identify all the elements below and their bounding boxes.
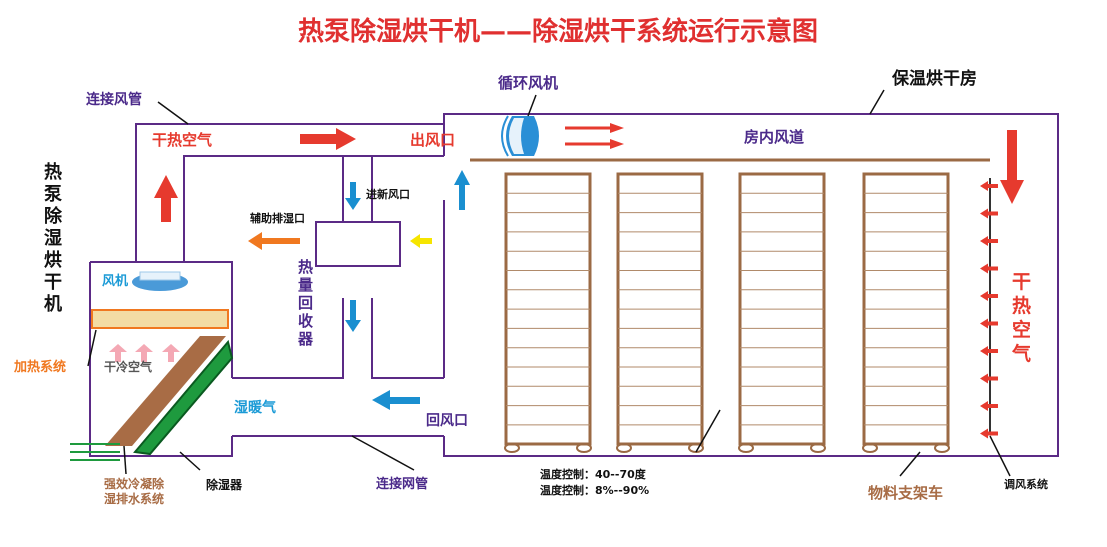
label-material-cart: 物料支架车 (868, 484, 943, 502)
rack-wheel (576, 443, 592, 453)
red-up-arrow (154, 175, 178, 222)
label-condense-drain: 强效冷凝除湿排水系统 (104, 476, 165, 506)
label-heating-system: 加热系统 (13, 359, 66, 375)
red-right-arrow-duct (300, 128, 356, 150)
label-outlet: 出风口 (410, 131, 455, 149)
dry-cold-air-arrows (109, 344, 180, 362)
label-dry-hot-air-right: 干热空气 (1011, 271, 1031, 365)
air-adjust-arrow (980, 236, 998, 246)
heating-element (91, 309, 229, 329)
label-return-outlet: 回风口 (426, 413, 468, 429)
label-humidity-control: 温度控制：8%--90% (540, 483, 649, 497)
label-fresh-inlet: 进新风口 (366, 187, 410, 201)
rack-wheel (862, 443, 878, 453)
air-adjust-arrow (980, 291, 998, 301)
condenser-coil (105, 336, 226, 446)
label-humid-warm-air: 湿暖气 (234, 399, 276, 416)
label-aux-exhaust: 辅助排湿口 (250, 211, 305, 225)
down-red-arrow (1000, 130, 1024, 204)
rack-wheel (934, 443, 950, 453)
label-dry-cold-air: 干冷空气 (104, 359, 152, 374)
air-adjust-arrow (980, 373, 998, 384)
leader-lines (87, 89, 1011, 477)
label-temp-control: 温度控制：40--70度 (540, 467, 647, 481)
air-adjust-arrow (980, 318, 998, 329)
duct-outline (89, 113, 1059, 457)
label-dehumidifier: 除湿器 (206, 477, 243, 492)
label-connect-net-duct: 连接网管 (376, 476, 428, 492)
label-heat-recovery: 热量回 收器 (297, 258, 318, 348)
air-adjust-arrow (980, 263, 998, 274)
air-adjust-arrow (980, 428, 998, 439)
rack-wheel (810, 443, 826, 453)
air-adjust-arrows (980, 178, 998, 439)
label-heat-pump-machine: 热泵除 湿烘干 机 (44, 161, 68, 315)
rack-wheel (616, 443, 632, 453)
aux-exhaust-arrow (248, 232, 300, 250)
air-adjust-arrow (980, 346, 998, 356)
label-air-adjust: 调风系统 (1004, 477, 1048, 491)
label-circ-fan: 循环风机 (498, 74, 558, 92)
dehumidifier-coil (133, 339, 234, 456)
page-title: 热泵除湿烘干机——除湿烘干系统运行示意图 (298, 16, 818, 47)
rack-wheel (738, 443, 754, 453)
fresh-air-arrow (410, 234, 432, 248)
label-room-duct: 房内风道 (744, 128, 804, 146)
label-connect-duct: 连接风管 (86, 91, 142, 108)
label-fan: 风机 (102, 273, 128, 289)
blue-arrows (345, 170, 470, 410)
label-dry-hot-air-top: 干热空气 (152, 131, 212, 149)
air-adjust-arrow (980, 208, 998, 219)
label-insulated-room: 保温烘干房 (891, 68, 977, 89)
room-red-arrows (565, 123, 624, 149)
rack-wheel (504, 443, 520, 453)
drain-pipes (70, 443, 120, 461)
air-adjust-arrow (980, 181, 998, 191)
air-adjust-arrow (980, 401, 998, 411)
material-racks (504, 172, 950, 453)
circulation-fan-icon (501, 115, 539, 157)
